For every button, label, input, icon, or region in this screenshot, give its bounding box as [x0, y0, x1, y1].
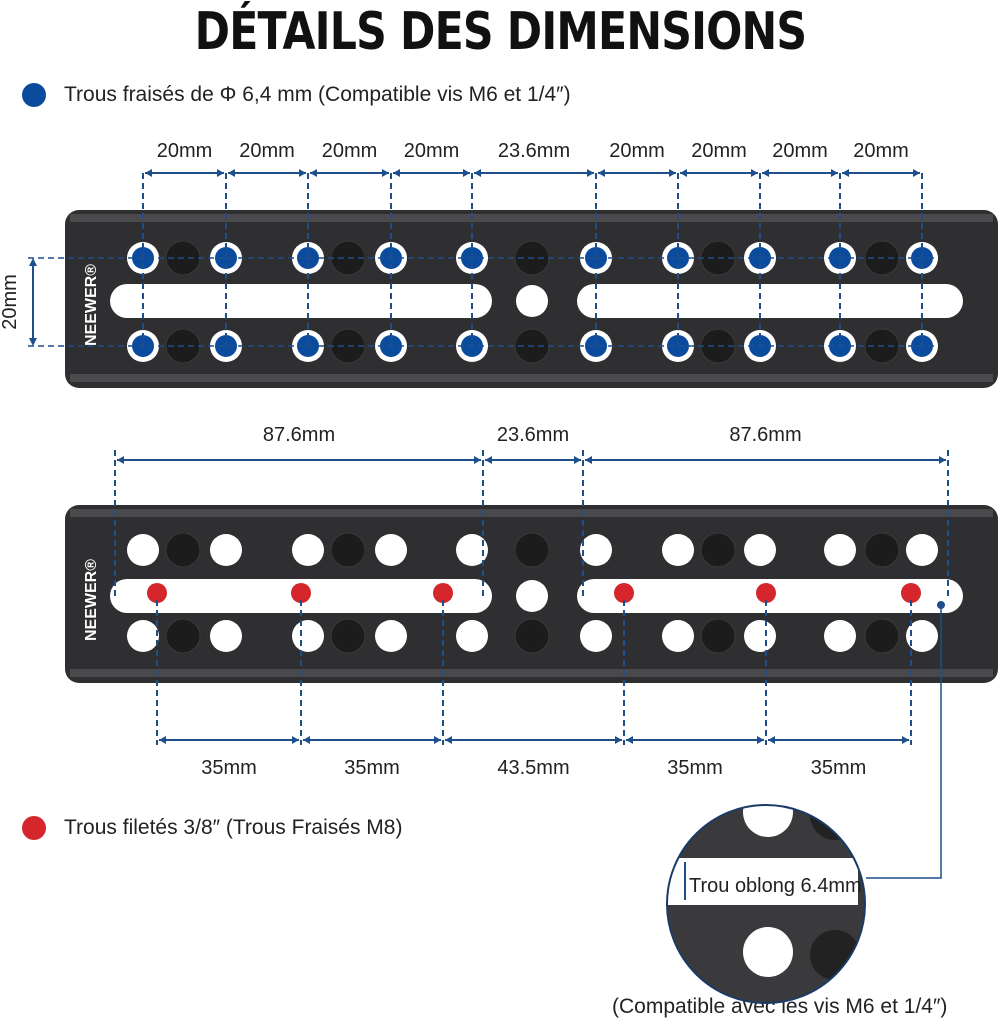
slot-left — [110, 284, 492, 318]
spacing-label: 20mm — [609, 140, 665, 162]
slot-width-label: Trou oblong 6.4mm — [689, 875, 862, 897]
threaded-hole — [700, 618, 736, 654]
countersunk-hole — [906, 620, 938, 652]
callout-line — [866, 605, 942, 879]
threaded-hole-marker — [291, 583, 311, 603]
section-label: 87.6mm — [263, 424, 335, 446]
legend-countersunk-holes: Trous fraisés de Φ 6,4 mm (Compatible vi… — [22, 83, 571, 107]
slot-right — [577, 284, 963, 318]
legend-threaded-holes: Trous filetés 3/8″ (Trous Fraisés M8) — [22, 816, 402, 840]
legend-blue-label: Trous fraisés de Φ 6,4 mm (Compatible vi… — [64, 83, 571, 106]
threaded-spacing-label: 35mm — [201, 757, 257, 779]
countersunk-hole — [456, 534, 488, 566]
threaded-hole — [330, 532, 366, 568]
threaded-hole — [330, 618, 366, 654]
magnified-slot — [667, 858, 858, 905]
threaded-hole — [700, 532, 736, 568]
threaded-hole — [864, 532, 900, 568]
countersunk-hole — [906, 534, 938, 566]
center-hole — [516, 580, 548, 612]
countersunk-hole — [375, 534, 407, 566]
spacing-label: 20mm — [772, 140, 828, 162]
threaded-hole-marker — [756, 583, 776, 603]
threaded-hole-marker — [614, 583, 634, 603]
magnifier-border — [666, 804, 866, 1004]
threaded-spacing-label: 35mm — [344, 757, 400, 779]
threaded-hole-marker — [433, 583, 453, 603]
threaded-hole-marker — [147, 583, 167, 603]
threaded-spacing-label: 35mm — [811, 757, 867, 779]
red-dot-icon — [22, 816, 46, 840]
page-title: DÉTAILS DES DIMENSIONS — [194, 2, 807, 62]
countersunk-hole — [580, 534, 612, 566]
spacing-label: 20mm — [853, 140, 909, 162]
countersunk-hole — [824, 534, 856, 566]
countersunk-hole — [744, 620, 776, 652]
threaded-hole — [165, 618, 201, 654]
plate-bottom-top-scale — [70, 509, 993, 517]
spacing-label: 20mm — [404, 140, 460, 162]
magnified-hole — [743, 805, 793, 837]
countersunk-hole — [662, 534, 694, 566]
plate-bottom-bottom-scale — [70, 669, 993, 677]
threaded-hole — [864, 618, 900, 654]
row-spacing-label: 20mm — [0, 274, 21, 330]
section-label: 87.6mm — [729, 424, 801, 446]
magnifier-caption: (Compatible avec les vis M6 et 1/4″) — [612, 995, 948, 1018]
threaded-hole — [514, 532, 550, 568]
plate-top-bottom-scale — [70, 374, 993, 382]
blue-dot-icon — [22, 83, 46, 107]
countersunk-hole — [210, 534, 242, 566]
countersunk-hole — [456, 620, 488, 652]
countersunk-hole — [375, 620, 407, 652]
magnified-threaded-hole — [810, 930, 860, 980]
spacing-label: 20mm — [691, 140, 747, 162]
brand-logo: NEEWER® — [83, 264, 100, 346]
threaded-hole — [165, 532, 201, 568]
countersunk-hole — [292, 620, 324, 652]
magnifier — [667, 805, 865, 1003]
countersunk-hole — [127, 620, 159, 652]
center-hole — [516, 285, 548, 317]
threaded-hole — [514, 618, 550, 654]
section-label: 23.6mm — [497, 424, 569, 446]
countersunk-hole — [127, 534, 159, 566]
threaded-spacing-label: 35mm — [667, 757, 723, 779]
threaded-hole-marker — [901, 583, 921, 603]
legend-red-label: Trous filetés 3/8″ (Trous Fraisés M8) — [64, 816, 403, 839]
countersunk-hole — [292, 534, 324, 566]
plate-top-top-scale — [70, 214, 993, 222]
spacing-label: 20mm — [322, 140, 378, 162]
magnified-hole — [743, 927, 793, 977]
brand-logo: NEEWER® — [83, 559, 100, 641]
spacing-label: 23.6mm — [498, 140, 570, 162]
threaded-spacing-label: 43.5mm — [497, 757, 569, 779]
countersunk-hole — [824, 620, 856, 652]
countersunk-hole — [662, 620, 694, 652]
spacing-label: 20mm — [157, 140, 213, 162]
countersunk-hole — [210, 620, 242, 652]
spacing-label: 20mm — [239, 140, 295, 162]
countersunk-hole — [580, 620, 612, 652]
countersunk-hole — [744, 534, 776, 566]
